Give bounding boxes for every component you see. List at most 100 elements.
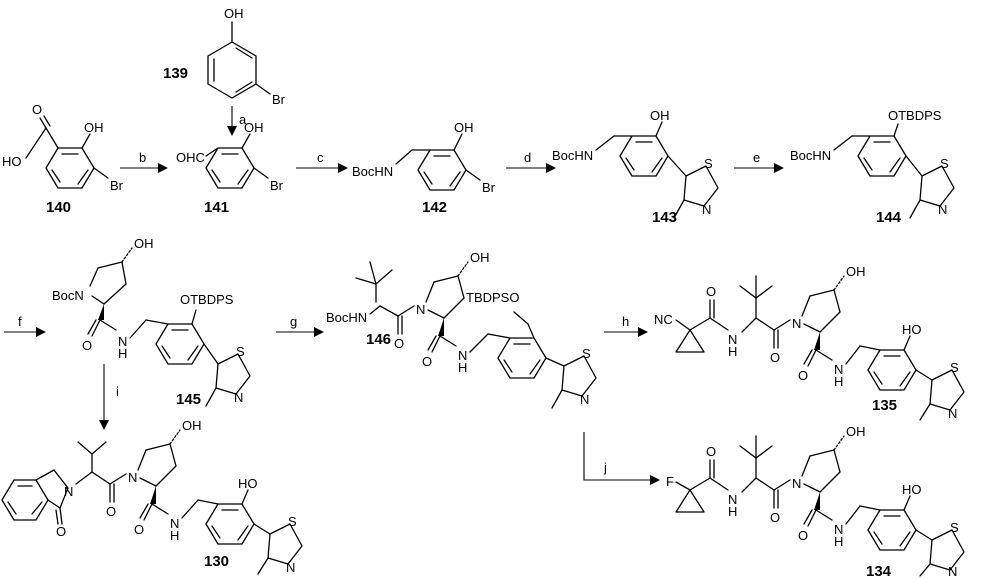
compound-label-135: 135 — [872, 397, 897, 414]
atom-ho: HO — [902, 482, 922, 497]
compound-145-structure: BocN OH O N H OTBDPS S N 145 — [52, 236, 251, 408]
compound-135-structure: NC O N H O N OH O N — [654, 264, 965, 421]
atom-s: S — [582, 346, 591, 361]
compound-label-134: 134 — [866, 563, 892, 579]
atom-ho: HO — [902, 322, 922, 337]
atom-o: O — [770, 350, 780, 365]
compound-144-structure: BocHN OTBDPS S N 144 — [790, 108, 955, 226]
atom-oh: OH — [470, 250, 490, 265]
atom-h: H — [728, 344, 737, 359]
atom-n: N — [128, 470, 137, 485]
compound-134-structure: F O N H O N OH O N — [666, 424, 965, 579]
compound-140-structure: O HO OH Br 140 — [2, 102, 124, 216]
compound-label-144: 144 — [876, 209, 902, 226]
atom-n: N — [416, 302, 425, 317]
atom-o: O — [56, 524, 66, 539]
reagent-label-d: d — [524, 150, 531, 165]
atom-n: N — [580, 392, 589, 407]
atom-s: S — [940, 156, 949, 171]
arrow-i: i — [99, 364, 119, 430]
compound-label-145: 145 — [176, 391, 201, 408]
atom-h: H — [118, 346, 127, 361]
atom-nh: N — [728, 492, 737, 507]
atom-s: S — [288, 514, 297, 529]
atom-f: F — [666, 474, 674, 489]
atom-n: N — [64, 484, 73, 499]
atom-bochn: BocHN — [326, 310, 367, 325]
atom-n: N — [286, 560, 295, 575]
atom-oh: OH — [244, 120, 264, 135]
atom-nh: N — [834, 362, 843, 377]
atom-tbdpso: TBDPSO — [466, 290, 519, 305]
atom-h: H — [170, 528, 179, 543]
arrow-h: h — [604, 314, 648, 337]
atom-ho: HO — [2, 154, 22, 169]
atom-otbdps: OTBDPS — [888, 108, 942, 123]
atom-oh: OH — [846, 424, 866, 439]
atom-o: O — [706, 444, 716, 459]
atom-n: N — [792, 476, 801, 491]
atom-oh: OH — [224, 6, 244, 21]
atom-bocn: BocN — [52, 288, 84, 303]
compound-label-139: 139 — [163, 65, 188, 82]
arrow-c: c — [296, 150, 348, 173]
reagent-label-a: a — [239, 112, 247, 127]
atom-ohc: OHC — [176, 150, 205, 165]
atom-o: O — [422, 354, 432, 369]
atom-oh: OH — [134, 236, 154, 251]
arrow-b: b — [120, 150, 168, 173]
atom-br: Br — [272, 92, 286, 107]
reagent-label-i: i — [116, 384, 119, 399]
atom-o: O — [32, 102, 42, 117]
compound-130-structure: N O O N OH O N H — [1, 418, 303, 575]
atom-nh: N — [118, 334, 127, 349]
reagent-label-h: h — [622, 314, 629, 329]
atom-s: S — [950, 520, 959, 535]
arrow-e: e — [734, 150, 784, 173]
atom-oh: OH — [454, 120, 474, 135]
reagent-label-j: j — [603, 460, 607, 475]
compound-label-142: 142 — [422, 199, 447, 216]
reagent-label-c: c — [317, 150, 324, 165]
atom-oh: OH — [182, 418, 202, 433]
atom-nh: N — [170, 516, 179, 531]
arrow-a: a — [227, 106, 247, 136]
compound-143-structure: BocHN OH S N 143 — [552, 108, 719, 226]
atom-h: H — [458, 360, 467, 375]
atom-br: Br — [482, 180, 496, 195]
atom-nh: N — [834, 522, 843, 537]
compound-139-structure: OH Br 139 — [163, 6, 286, 107]
atom-o: O — [134, 522, 144, 537]
reagent-label-f: f — [18, 314, 22, 329]
atom-nc: NC — [654, 312, 673, 327]
atom-nh: N — [728, 332, 737, 347]
atom-bochn: BocHN — [352, 164, 393, 179]
compound-label-140: 140 — [46, 199, 71, 216]
atom-oh: OH — [650, 108, 670, 123]
atom-n: N — [938, 202, 947, 217]
compound-label-146: 146 — [366, 331, 391, 348]
atom-h: H — [834, 374, 843, 389]
atom-n: N — [702, 202, 711, 217]
atom-s: S — [236, 344, 245, 359]
compound-142-structure: BocHN OH Br 142 — [352, 120, 496, 216]
atom-otbdps: OTBDPS — [180, 292, 234, 307]
atom-h: H — [728, 504, 737, 519]
atom-n: N — [948, 564, 957, 579]
atom-o: O — [82, 338, 92, 353]
atom-o: O — [798, 368, 808, 383]
atom-o: O — [706, 284, 716, 299]
atom-n: N — [792, 316, 801, 331]
reagent-label-b: b — [139, 150, 146, 165]
atom-o: O — [106, 504, 116, 519]
atom-br: Br — [110, 178, 124, 193]
arrow-f: f — [4, 314, 46, 337]
arrow-d: d — [506, 150, 556, 173]
atom-br: Br — [270, 178, 284, 193]
atom-oh: OH — [846, 264, 866, 279]
atom-o: O — [798, 528, 808, 543]
atom-ho: HO — [238, 476, 258, 491]
atom-s: S — [950, 360, 959, 375]
atom-o: O — [394, 336, 404, 351]
